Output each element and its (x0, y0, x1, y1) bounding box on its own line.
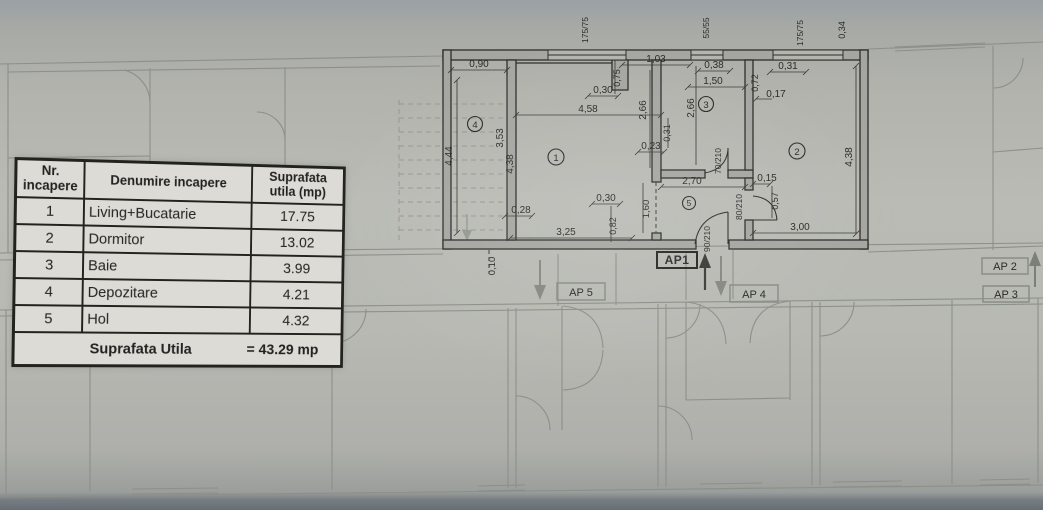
ap1-box (656, 251, 698, 269)
dim-label: 4,38 (844, 147, 855, 167)
room-nr: 5 (13, 305, 83, 333)
dim-label: 0,90 (469, 59, 489, 70)
header-nr: Nr. incapere (15, 158, 85, 199)
total-value: = 43.29 mp (246, 341, 319, 359)
dim-label: 0,23 (641, 141, 661, 152)
room-nr: 2 (14, 224, 84, 253)
room-number-labels: 1 2 3 4 5 (472, 100, 799, 208)
dim-label: 0,82 (608, 217, 618, 235)
dim-label: 0,28 (511, 205, 531, 216)
dim-label: 0,17 (766, 89, 786, 100)
ap5-box (556, 282, 606, 301)
total-label: Suprafata Utila (89, 340, 192, 358)
bedroom-door (752, 195, 778, 221)
dim-label: 0,15 (757, 173, 777, 184)
ap2-label: AP 2 (993, 261, 1017, 273)
door-size-label: 70/210 (713, 148, 723, 174)
door-size-label: 80/210 (734, 194, 744, 220)
window-size-label: 55/55 (701, 17, 711, 39)
stair-direction-arrow (462, 214, 472, 241)
window-size-label: 175/75 (795, 20, 805, 46)
room-area-table: Nr. incapere Denumire incapere Suprafata… (11, 157, 346, 368)
unit-windows (547, 49, 844, 61)
room-name: Hol (82, 305, 250, 334)
room-number: 4 (472, 120, 477, 131)
table-row: 5 Hol 4.32 (13, 305, 343, 335)
entrance-door (694, 211, 729, 245)
dim-label: 0,72 (750, 74, 760, 92)
dim-label: 3,25 (556, 227, 576, 238)
room-number: 2 (794, 147, 799, 158)
door-swings (694, 148, 778, 245)
header-area: Suprafata utila (mp) (251, 165, 345, 205)
dim-label: 0,34 (837, 21, 847, 39)
ap4-box (729, 284, 779, 303)
dashed-openings (488, 182, 657, 274)
dim-label: 4,58 (578, 104, 598, 115)
ap3-box (982, 285, 1030, 303)
room-area: 17.75 (251, 202, 344, 231)
room-nr: 1 (15, 197, 85, 226)
dim-label: 0,31 (662, 124, 672, 142)
dim-label: 1,60 (641, 200, 652, 219)
dim-label: 2,66 (686, 98, 697, 118)
room-number-markers (466, 95, 806, 211)
ap4-label: AP 4 (742, 289, 766, 301)
dim-label: 2,70 (682, 176, 702, 187)
room-name: Living+Bucatarie (83, 198, 252, 229)
room-area: 3.99 (250, 255, 344, 283)
dim-label: 0,10 (487, 257, 498, 276)
dim-label: 3,53 (495, 128, 506, 148)
dim-label: 0,75 (612, 69, 622, 87)
ap1-label: AP1 (665, 253, 690, 267)
room-area: 4.32 (249, 307, 343, 335)
room-number: 3 (703, 100, 708, 111)
table-row: 4 Depozitare 4.21 (13, 278, 343, 309)
dimension-lines (447, 60, 861, 242)
ap2-box (981, 257, 1029, 275)
room-name: Depozitare (82, 278, 251, 308)
dim-label: 4,38 (505, 154, 516, 174)
bathroom-door (704, 148, 729, 174)
dim-label: 0,30 (593, 85, 613, 96)
dim-label: 0,30 (596, 193, 616, 204)
dim-label: 0,31 (778, 61, 798, 72)
dim-label: 0,57 (770, 192, 780, 210)
window-size-label: 175/75 (580, 17, 590, 43)
dim-label: 1,03 (646, 54, 666, 65)
ap4-arrow-head (715, 281, 727, 296)
unit-walls (442, 49, 869, 250)
dim-label: 1,50 (703, 76, 723, 87)
ap5-label: AP 5 (569, 287, 593, 299)
ap5-arrow-head (534, 285, 546, 300)
dim-label: 4,44 (444, 146, 455, 166)
dim-label: 2,66 (638, 100, 649, 120)
room-name: Dormitor (83, 225, 252, 256)
apartment-labels: AP1 AP 5 AP 4 AP 2 AP 3 (534, 251, 1041, 303)
ap3-label: AP 3 (994, 289, 1018, 301)
ap2-arrow-head (1029, 251, 1041, 266)
header-name: Denumire incapere (84, 160, 253, 203)
room-number: 1 (553, 153, 558, 164)
room-area: 4.21 (249, 281, 343, 309)
room-number: 5 (687, 198, 692, 208)
room-nr: 4 (13, 278, 83, 306)
dim-label: 3,00 (790, 222, 810, 233)
table-total-row: Suprafata Utila = 43.29 mp (12, 332, 342, 367)
room-nr: 3 (14, 251, 84, 279)
dimension-labels: 0,90 175/75 55/55 175/75 0,34 0,75 1,03 … (444, 17, 855, 276)
room-area: 13.02 (250, 228, 344, 257)
room-name: Baie (82, 252, 251, 282)
entrance-arrow-head (699, 253, 711, 268)
dim-label: 0,38 (704, 60, 724, 71)
door-size-label: 90/210 (702, 226, 712, 252)
